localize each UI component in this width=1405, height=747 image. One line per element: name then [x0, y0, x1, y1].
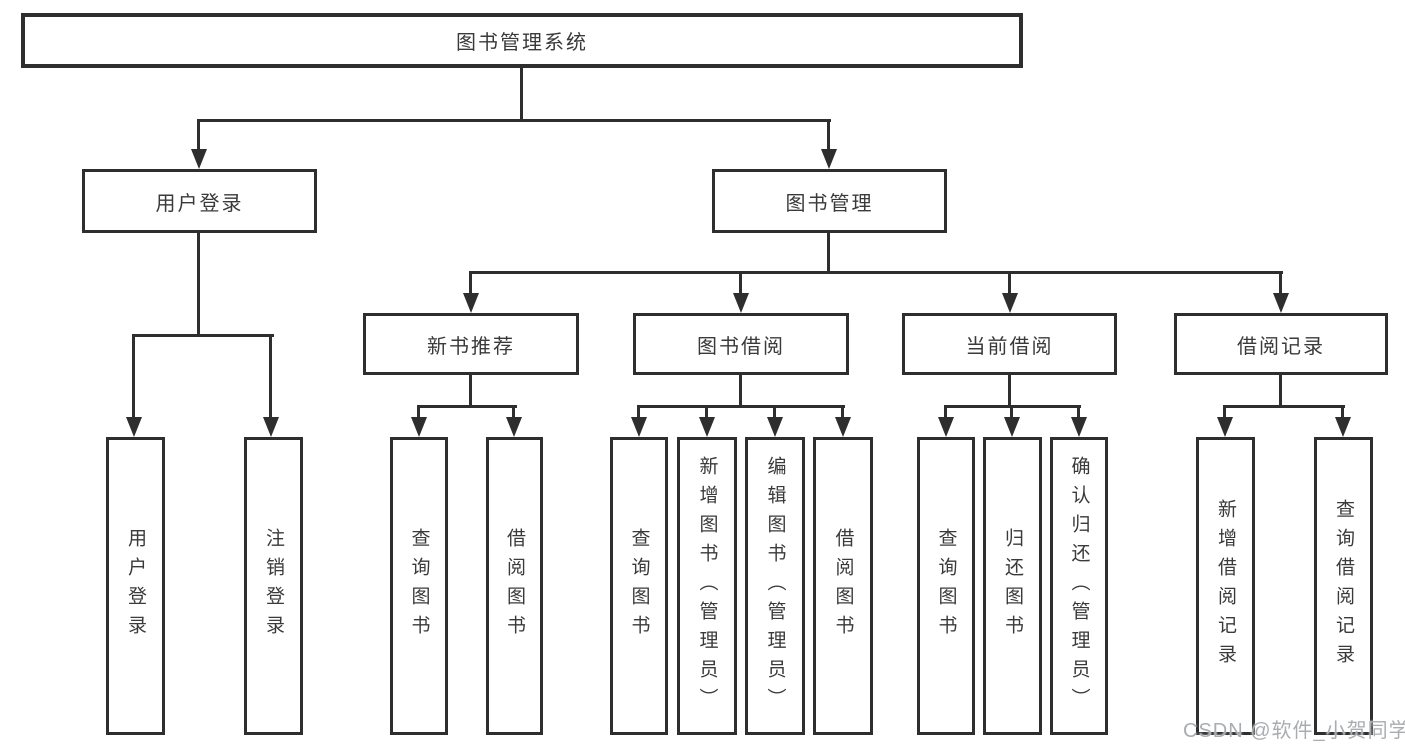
node-new-book-recommend: 新书推荐 — [363, 313, 579, 375]
leaf-borrowing-add-books-admin-label: 新增图书（管理员） — [696, 455, 718, 717]
arrowhead — [821, 149, 837, 169]
arrowhead — [1273, 293, 1289, 313]
leaf-current-query-books-label: 查询图书 — [935, 528, 957, 644]
leaf-borrowing-edit-books-admin: 编辑图书（管理员） — [745, 437, 805, 735]
connector-stub — [705, 405, 708, 417]
node-user-login: 用户登录 — [82, 169, 317, 233]
arrowhead — [1071, 417, 1087, 437]
arrowhead — [1217, 417, 1233, 437]
connector-stub — [1010, 405, 1013, 417]
connector-bookmgmt-hline — [469, 271, 1283, 274]
leaf-logout-login: 注销登录 — [244, 437, 303, 735]
leaf-current-return-books: 归还图书 — [983, 437, 1042, 735]
leaf-records-query-borrow-record: 查询借阅记录 — [1314, 437, 1373, 735]
arrowhead — [631, 417, 647, 437]
leaf-current-query-books: 查询图书 — [917, 437, 975, 735]
connector-stub — [1341, 405, 1344, 417]
connector-stub — [1279, 271, 1282, 293]
arrowhead — [463, 293, 479, 313]
connector-borrowing-vline — [739, 375, 742, 407]
connector-stub — [637, 405, 640, 417]
arrowhead — [191, 149, 207, 169]
connector-root-vline — [520, 68, 523, 121]
leaf-borrowing-borrow-books-label: 借阅图书 — [832, 528, 854, 644]
arrowhead — [733, 293, 749, 313]
connector-stub — [944, 405, 947, 417]
leaf-logout-login-label: 注销登录 — [263, 528, 284, 644]
node-book-management: 图书管理 — [712, 169, 947, 233]
connector-stub — [739, 271, 742, 293]
leaf-recommend-borrow-books: 借阅图书 — [486, 437, 543, 735]
node-borrow-records-label: 借阅记录 — [1237, 335, 1325, 358]
connector-stub — [197, 119, 200, 149]
connector-recommend-vline — [469, 375, 472, 407]
node-borrow-records: 借阅记录 — [1174, 313, 1388, 375]
arrowhead — [411, 417, 427, 437]
leaf-borrowing-add-books-admin: 新增图书（管理员） — [677, 437, 737, 735]
leaf-recommend-borrow-books-label: 借阅图书 — [504, 528, 525, 644]
leaf-records-add-borrow-record: 新增借阅记录 — [1196, 437, 1255, 735]
connector-stub — [132, 334, 135, 417]
connector-stub — [1077, 405, 1080, 417]
node-new-book-recommend-label: 新书推荐 — [427, 335, 515, 358]
watermark: CSDN @软件_小贺同学 — [1183, 720, 1405, 742]
node-book-borrowing: 图书借阅 — [633, 313, 849, 375]
node-current-borrowing-label: 当前借阅 — [965, 335, 1054, 358]
leaf-borrowing-edit-books-admin-label: 编辑图书（管理员） — [764, 455, 786, 717]
connector-root-hline — [197, 119, 831, 122]
arrowhead — [1004, 417, 1020, 437]
leaf-current-confirm-return-admin-label: 确认归还（管理员） — [1068, 455, 1090, 717]
node-book-management-label: 图书管理 — [785, 192, 874, 215]
node-current-borrowing: 当前借阅 — [902, 313, 1117, 375]
arrowhead — [1335, 417, 1351, 437]
node-user-login-label: 用户登录 — [155, 192, 244, 215]
leaf-borrowing-query-books-label: 查询图书 — [628, 528, 650, 644]
leaf-current-confirm-return-admin: 确认归还（管理员） — [1050, 437, 1108, 735]
arrowhead — [126, 417, 142, 437]
arrowhead — [506, 417, 522, 437]
leaf-current-return-books-label: 归还图书 — [1002, 528, 1023, 644]
connector-current-vline — [1008, 375, 1011, 407]
leaf-borrowing-borrow-books: 借阅图书 — [813, 437, 873, 735]
node-root-library-system: 图书管理系统 — [21, 13, 1023, 68]
connector-stub — [1223, 405, 1226, 417]
connector-recommend-hline — [417, 405, 517, 408]
arrowhead — [835, 417, 851, 437]
node-book-borrowing-label: 图书借阅 — [697, 335, 785, 358]
connector-records-vline — [1279, 375, 1282, 407]
arrowhead — [699, 417, 715, 437]
arrowhead — [938, 417, 954, 437]
leaf-recommend-query-books: 查询图书 — [390, 437, 448, 735]
connector-stub — [469, 271, 472, 293]
arrowhead — [1002, 293, 1018, 313]
connector-stub — [773, 405, 776, 417]
leaf-borrowing-query-books: 查询图书 — [610, 437, 668, 735]
connector-stub — [841, 405, 844, 417]
leaf-records-add-borrow-record-label: 新增借阅记录 — [1215, 499, 1236, 673]
node-root-label: 图书管理系统 — [456, 32, 588, 54]
connector-stub — [269, 334, 272, 417]
connector-stub — [417, 405, 420, 417]
connector-userlogin-vline — [197, 233, 200, 336]
leaf-recommend-query-books-label: 查询图书 — [408, 528, 430, 644]
connector-stub — [1008, 271, 1011, 293]
connector-stub — [512, 405, 515, 417]
connector-userlogin-hline — [132, 334, 274, 337]
connector-borrowing-hline — [637, 405, 845, 408]
arrowhead — [263, 417, 279, 437]
leaf-user-login-label: 用户登录 — [125, 528, 146, 644]
connector-bookmgmt-vline — [827, 233, 830, 274]
leaf-records-query-borrow-record-label: 查询借阅记录 — [1333, 499, 1354, 673]
arrowhead — [767, 417, 783, 437]
connector-stub — [827, 119, 830, 149]
leaf-user-login: 用户登录 — [106, 437, 165, 735]
connector-records-hline — [1223, 405, 1345, 408]
